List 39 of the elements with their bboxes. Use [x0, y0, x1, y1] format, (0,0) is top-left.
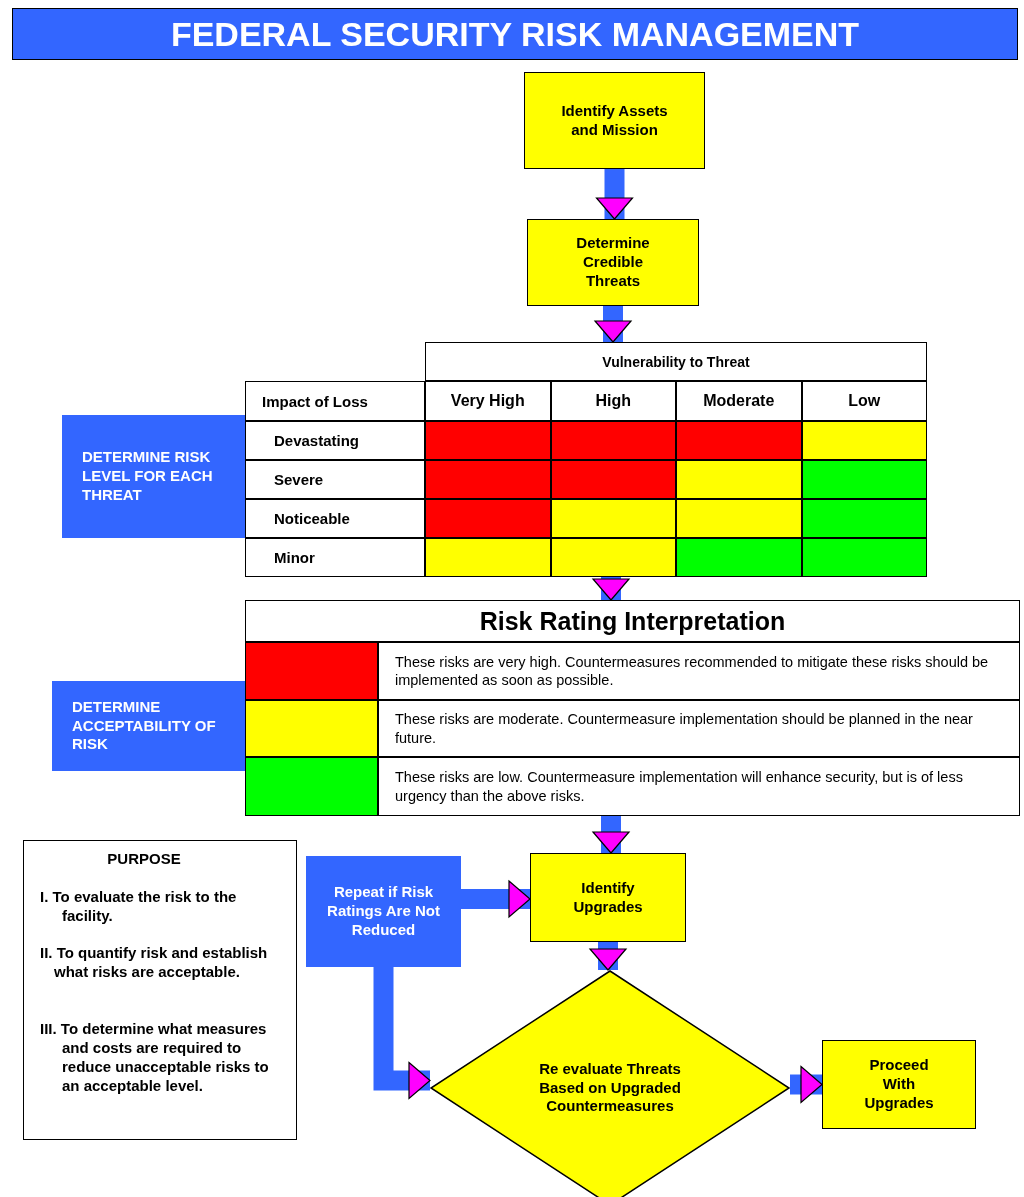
rating-description: These risks are low. Countermeasure implementation will enhance security, but is of less urgency than the above risks.	[378, 757, 1020, 816]
row-header: Noticeable	[245, 499, 425, 538]
purpose-item: I. To evaluate the risk to the facility.	[40, 887, 238, 926]
title-banner: FEDERAL SECURITY RISK MANAGEMENT	[12, 8, 1018, 60]
purpose-item: III. To determine what measures and costs are required to reduce unacceptable risks to an acceptable level.	[40, 1019, 270, 1096]
process-box: Determine Credible Threats	[527, 219, 699, 306]
rating-description: These risks are moderate. Countermeasure implementation should be planned in the near future.	[378, 700, 1020, 757]
column-group-header: Vulnerability to Threat	[425, 342, 927, 381]
stage-label: DETERMINE RISK LEVEL FOR EACH THREAT	[62, 415, 245, 538]
arrow	[594, 306, 632, 343]
process-box: Proceed With Upgrades	[822, 1040, 976, 1129]
arrow	[592, 816, 630, 854]
arrow	[592, 577, 630, 601]
stage-label: DETERMINE ACCEPTABILITY OF RISK	[52, 681, 245, 771]
row-header: Severe	[245, 460, 425, 499]
process-box: Identify Upgrades	[530, 853, 686, 942]
purpose-panel	[23, 840, 297, 1140]
purpose-item: II. To quantify risk and establish what risks are acceptable.	[40, 943, 269, 982]
arrow	[790, 1065, 823, 1104]
decision-diamond	[430, 970, 790, 1197]
risk-matrix-table	[245, 342, 927, 577]
column-header: Low	[801, 381, 927, 421]
rating-description: These risks are very high. Countermeasures recommended to mitigate these risks should be implemented as soon as possible.	[378, 642, 1020, 700]
arrow	[589, 942, 627, 971]
row-header: Devastating	[245, 421, 425, 460]
row-group-header: Impact of Loss	[245, 381, 425, 421]
row-header: Minor	[245, 538, 425, 577]
arrow	[373, 967, 431, 1100]
arrow	[595, 169, 634, 220]
risk-rating-table	[245, 600, 1020, 816]
process-box: Identify Assets and Mission	[524, 72, 705, 169]
column-header: Moderate	[676, 381, 802, 421]
arrow	[461, 880, 531, 918]
process-box: Repeat if Risk Ratings Are Not Reduced	[306, 856, 461, 967]
table-heading: Risk Rating Interpretation	[245, 600, 1020, 642]
column-header: Very High	[425, 381, 551, 421]
decision-text: Re evaluate Threats Based on Upgraded Countermeasures	[538, 1058, 682, 1117]
column-header: High	[550, 381, 676, 421]
panel-heading: PURPOSE	[106, 849, 182, 869]
